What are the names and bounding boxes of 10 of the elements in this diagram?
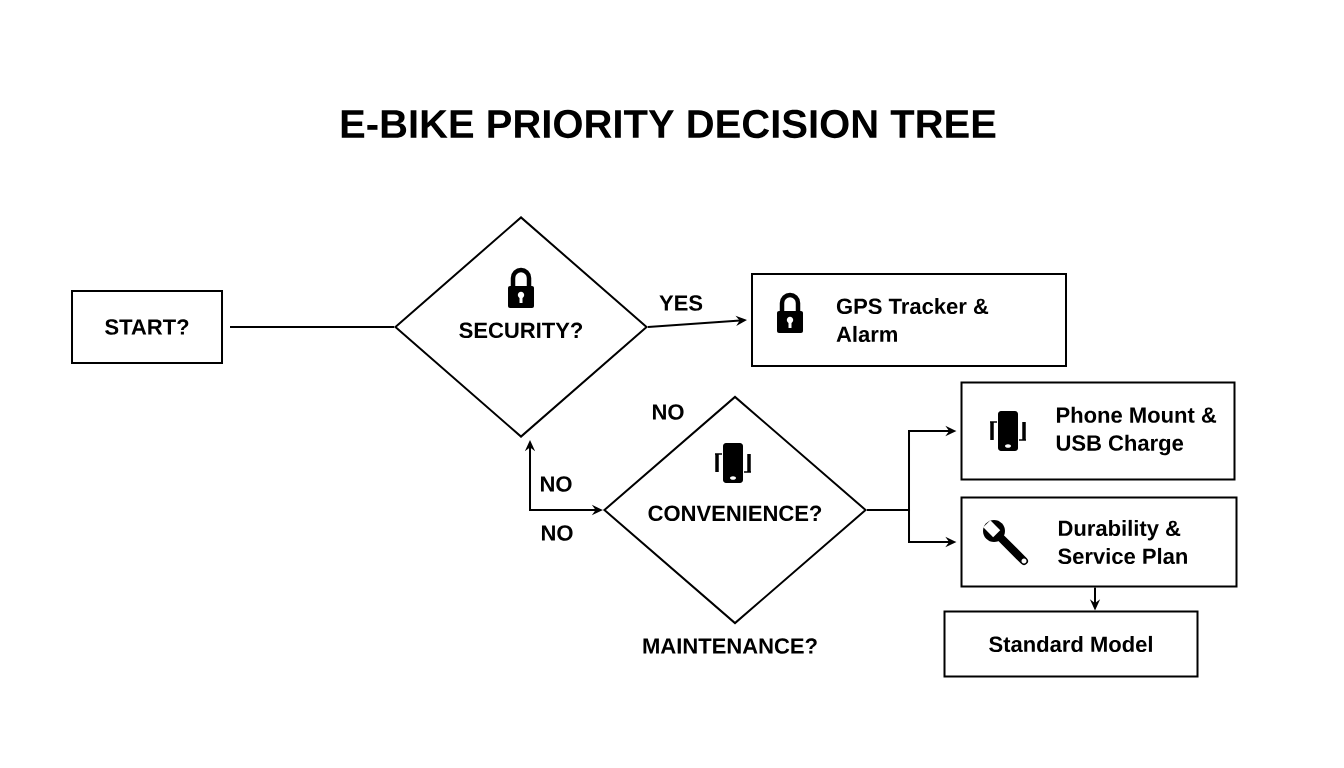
process-box: Durability & Service Plan xyxy=(960,496,1238,588)
process-box: Phone Mount & USB Charge xyxy=(960,381,1236,481)
branch-label: NO xyxy=(541,476,572,492)
process-box: Standard Model xyxy=(943,610,1199,678)
branch-label: NO xyxy=(653,404,684,420)
start-box: START? xyxy=(71,290,223,364)
edge-label: YES xyxy=(658,294,704,312)
edge-label: NO xyxy=(539,524,575,542)
title: E-BIKE PRIORITY DECISION TREE xyxy=(341,109,996,139)
process-box: GPS Tracker & Alarm xyxy=(751,273,1067,367)
